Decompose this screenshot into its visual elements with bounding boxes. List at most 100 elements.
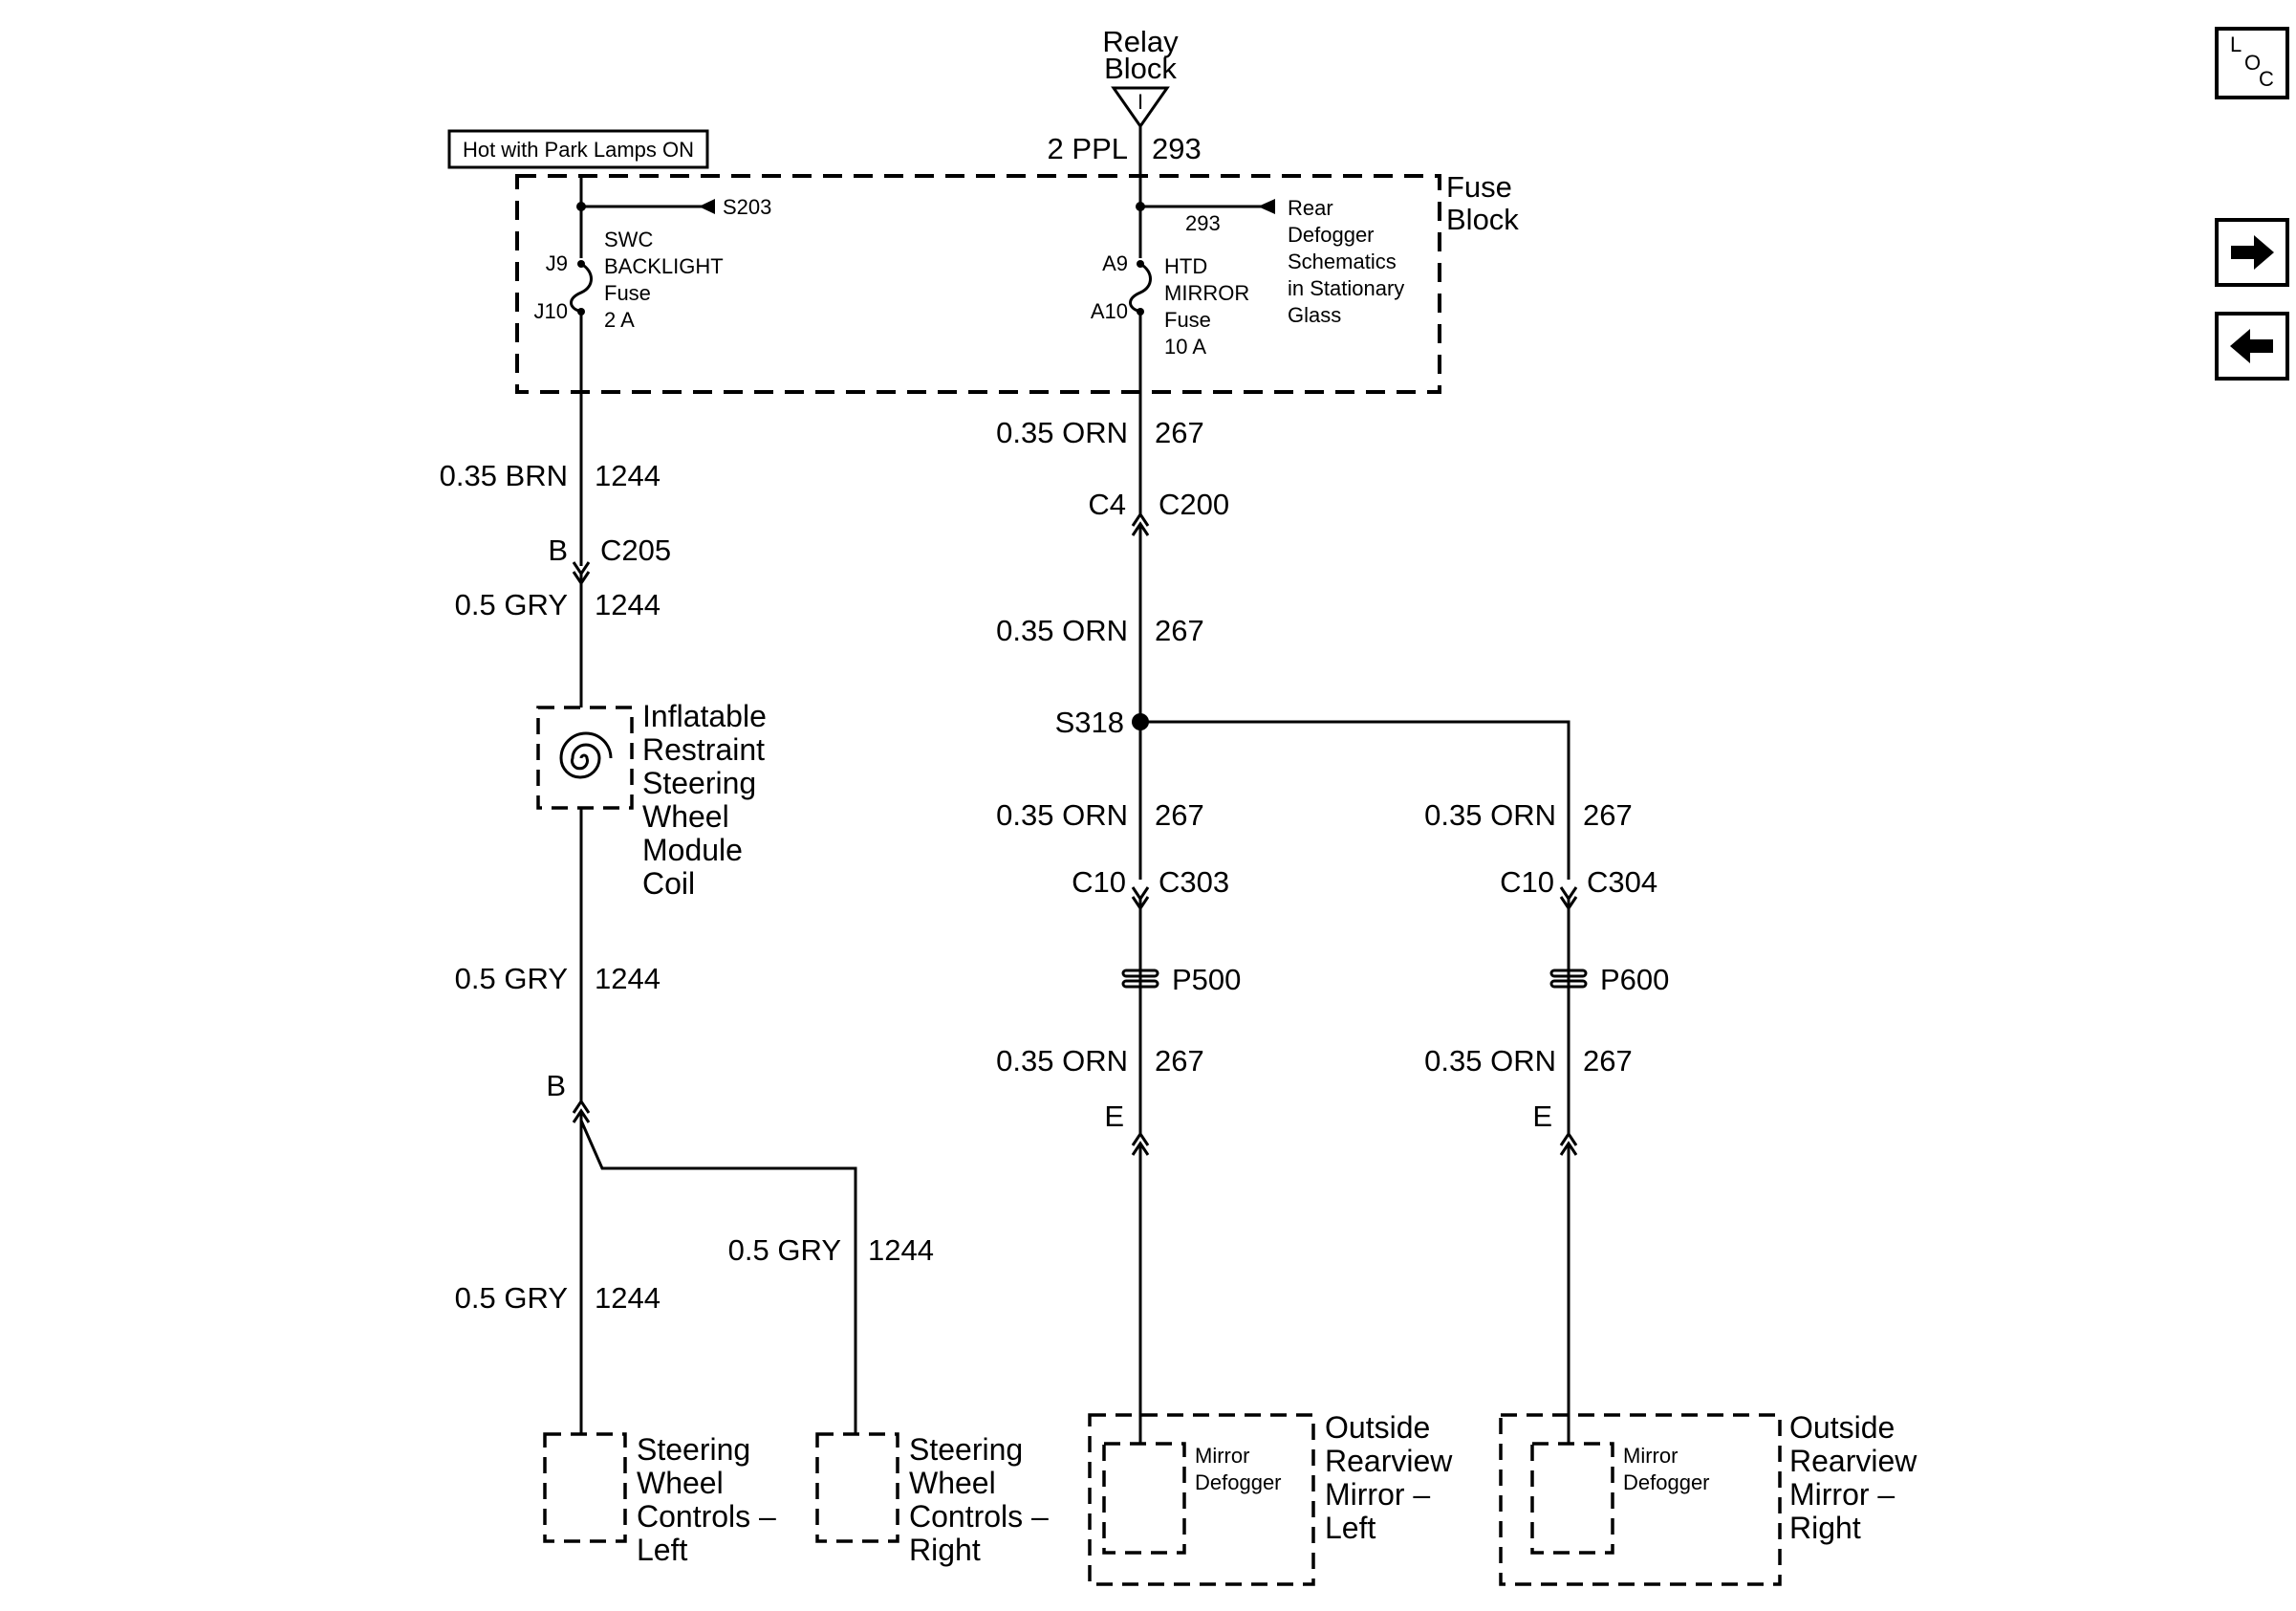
wire-gry-a-circuit: 1244 [595,588,661,621]
left-fuse-pin-bottom: J10 [534,299,568,323]
right-fuse-pin-bottom: A10 [1091,299,1128,323]
arrow-left-icon [2230,329,2273,363]
p500-label: P500 [1172,963,1241,996]
wire-brn-color: 0.35 BRN [440,459,568,492]
wire-gry-c-circuit: 1244 [595,1281,661,1315]
mirror-right-label-1: Outside [1789,1410,1895,1445]
arrow-right-icon [2231,235,2274,270]
c303-terminal-upper [1131,886,1150,902]
swc-right-label-1: Steering [909,1432,1023,1467]
rear-defogger-arrow [1258,199,1275,214]
clockspring-coil-outline [536,706,634,810]
wire-orn-e-color: 0.35 ORN [996,1044,1128,1078]
wire-orn-b-circuit: 267 [1155,614,1204,647]
clockspring-coil-symbol [559,731,613,779]
mirror-right-pin: E [1532,1099,1552,1133]
wire-orn-e-circuit: 267 [1155,1044,1204,1078]
fuse-block-label-1: Fuse [1446,170,1512,204]
mirror-right-label-3: Mirror – [1789,1477,1895,1512]
wire-gry-1244-d [579,1120,857,1434]
c303-name: C303 [1159,865,1229,899]
right-fuse-splice-dot [1136,202,1145,211]
relay-block: Relay Block I [1102,25,1179,129]
mirror-left-inner-1: Mirror [1195,1444,1249,1468]
right-fuse-element [1129,262,1152,314]
wire-orn-a-color: 0.35 ORN [996,416,1128,449]
p600-grommet-top [1549,969,1588,978]
swc-left-label-2: Wheel [637,1466,724,1500]
wire-gry-a-color: 0.5 GRY [455,588,568,621]
relay-block-terminal-symbol [1111,86,1170,129]
coil-label-2: Restraint [642,732,765,767]
left-circuit: 0.35 BRN 1244 B C205 0.5 GRY 1244 Inflat… [440,312,1049,1567]
mirror-right-label-2: Rearview [1789,1444,1917,1478]
mirror-left-inner-2: Defogger [1195,1470,1282,1494]
left-fuse-name-2: BACKLIGHT [604,254,724,278]
back-button[interactable] [2215,312,2289,381]
mirror-left-label-2: Rearview [1325,1444,1453,1478]
mirror-right-label-4: Right [1789,1511,1861,1545]
left-fuse-element [570,262,593,314]
coil-out-terminal-upper [572,1099,591,1114]
mirror-left-terminal-upper [1131,1131,1150,1146]
swc-left-label-3: Controls – [637,1499,776,1534]
c200-name: C200 [1159,488,1229,521]
hot-with-park-lamps-label: Hot with Park Lamps ON [447,129,709,169]
wire-orn-c-circuit: 267 [1155,798,1204,832]
wire-ppl-color: 2 PPL [1048,132,1128,165]
c200-terminal-upper [1131,512,1150,527]
wire-orn-c-color: 0.35 ORN [996,798,1128,832]
swc-right-label-2: Wheel [909,1466,996,1500]
c303-pin: C10 [1072,865,1126,899]
left-fuse-name-1: SWC [604,228,653,251]
right-fuse-pin-top: A9 [1102,251,1128,275]
hot-label-box [447,129,709,169]
c304-terminal-upper [1559,886,1578,902]
mirror-left-label-4: Left [1325,1511,1375,1545]
wire-orn-a-circuit: 267 [1155,416,1204,449]
c304-pin: C10 [1500,865,1554,899]
rear-defogger-ref-5: Glass [1288,303,1341,327]
mirror-right-terminal-upper [1559,1131,1578,1146]
wire-orn-b-color: 0.35 ORN [996,614,1128,647]
wire-gry-d-circuit: 1244 [868,1233,934,1267]
wire-gry-b-circuit: 1244 [595,962,661,995]
loc-letter-o: O [2244,51,2261,75]
mirror-right-defogger-outline [1530,1442,1614,1555]
p500-grommet-bottom [1121,979,1159,989]
mirror-left-defogger-outline [1102,1442,1186,1555]
swc-left-outline [543,1432,627,1543]
loc-button-frame[interactable] [2215,27,2289,99]
swc-backlight-fuse: S203 J9 J10 SWC BACKLIGHT Fuse 2 A [534,176,771,332]
mirror-right-circuit: 0.35 ORN 267 C10 C304 P600 0.35 ORN 267 … [1424,798,1917,1586]
s203-label: S203 [723,195,771,219]
loc-letter-c: C [2259,67,2274,91]
coil-label-1: Inflatable [642,699,767,733]
mirror-left-label-3: Mirror – [1325,1477,1430,1512]
c205-name: C205 [600,533,671,567]
fuse-block-outline [515,174,1441,394]
coil-label-4: Wheel [642,799,729,834]
right-fuse-name-2: MIRROR [1164,281,1249,305]
loc-button[interactable]: L O C [2215,27,2289,99]
right-fuse-rating: 10 A [1164,335,1206,359]
hot-label-text: Hot with Park Lamps ON [463,138,694,162]
swc-right-label-3: Controls – [909,1499,1049,1534]
wire-gry-b-color: 0.5 GRY [455,962,568,995]
left-fuse-pin-top: J9 [546,251,568,275]
c200-pin: C4 [1088,488,1126,521]
rear-defogger-ref-2: Defogger [1288,223,1375,247]
c304-name: C304 [1587,865,1657,899]
p600-label: P600 [1600,963,1669,996]
wire-gry-d-color: 0.5 GRY [728,1233,841,1267]
coil-out-pin: B [546,1069,566,1102]
s203-splice-dot [576,202,586,211]
loc-letter-l: L [2230,33,2242,56]
branch-circuit-293: 293 [1185,211,1221,235]
forward-button[interactable] [2215,218,2289,287]
coil-label-6: Coil [642,866,695,901]
c205-pin: B [548,533,568,567]
wire-ppl-circuit: 293 [1152,132,1202,165]
wire-orn-d-circuit: 267 [1583,798,1633,832]
